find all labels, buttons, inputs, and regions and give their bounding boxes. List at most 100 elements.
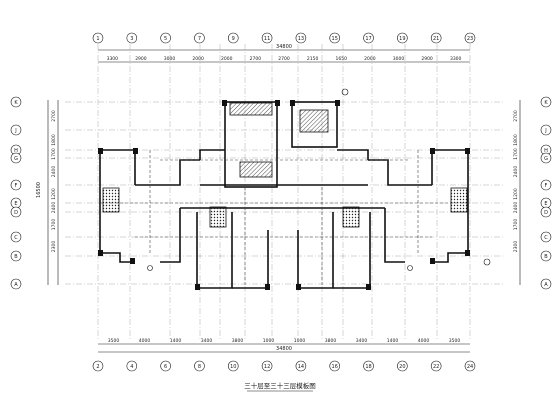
axis-label: B xyxy=(14,254,18,260)
axis-label: 10 xyxy=(230,364,236,370)
top-dimension: 2150 xyxy=(307,56,319,62)
axis-bubble-top: 5 xyxy=(160,32,171,44)
axis-label: 5 xyxy=(164,36,167,42)
axis-bubble-right: H xyxy=(540,144,552,156)
axis-bubble-right: C xyxy=(540,231,552,243)
top-dimension: 3000 xyxy=(393,56,405,62)
bottom-dimension: 3500 xyxy=(449,338,461,344)
axis-bubble-bottom: 4 xyxy=(126,360,138,372)
left-dimension: 2400 xyxy=(51,166,57,178)
bottom-dimension: 1400 xyxy=(170,338,182,344)
axis-label: 8 xyxy=(198,364,201,370)
bottom-dimension: 4000 xyxy=(418,338,430,344)
axis-label: 6 xyxy=(164,364,167,370)
axis-label: K xyxy=(14,100,18,106)
axis-bubble-left: G xyxy=(10,152,22,164)
axis-label: 19 xyxy=(399,36,405,42)
axis-bubble-left: A xyxy=(10,278,22,290)
left-dimension: 1700 xyxy=(51,148,57,160)
axis-bubble-bottom: 10 xyxy=(227,360,239,372)
left-dimension: 2700 xyxy=(51,110,57,122)
axis-bubble-right: G xyxy=(540,152,552,164)
right-dimension: 1800 xyxy=(513,134,519,146)
right-dimension: 1200 xyxy=(513,188,519,200)
axis-label: 17 xyxy=(365,36,371,42)
axis-bubble-right: A xyxy=(540,278,552,290)
axis-bubble-top: 3 xyxy=(126,32,138,44)
top-dimension: 2000 xyxy=(364,56,376,62)
axis-label: 18 xyxy=(365,364,371,370)
axis-label: 16 xyxy=(332,364,338,370)
axis-label: 3 xyxy=(130,36,133,42)
axis-label: 9 xyxy=(232,36,235,42)
axis-bubble-left: E xyxy=(10,197,22,209)
axis-label: 14 xyxy=(298,364,304,370)
left-dimension: 1800 xyxy=(51,134,57,146)
axis-bubble-top: 15 xyxy=(329,32,341,44)
axis-bubble-left: F xyxy=(10,179,22,191)
axis-label: 7 xyxy=(198,36,201,42)
axis-bubble-left: B xyxy=(10,250,22,262)
axis-label: 15 xyxy=(332,36,338,42)
top-dimension: 2700 xyxy=(250,56,262,62)
bottom-overall-dimension: 34800 xyxy=(276,346,292,352)
bottom-dimension: 3400 xyxy=(201,338,213,344)
bottom-dimension: 3800 xyxy=(232,338,244,344)
plan-title: 三十层至三十三层模板图 xyxy=(244,381,316,390)
axis-label: 11 xyxy=(264,36,270,42)
axis-bubble-top: 21 xyxy=(430,32,442,44)
axis-label: 4 xyxy=(130,364,133,370)
axis-label: D xyxy=(544,210,548,216)
axis-label: E xyxy=(14,201,17,207)
right-dimension: 2300 xyxy=(513,241,519,253)
axis-bubble-bottom: 8 xyxy=(194,360,205,372)
bottom-dimension: 4000 xyxy=(139,338,151,344)
axis-bubble-left: D xyxy=(10,206,22,218)
top-overall-dimension: 34800 xyxy=(276,44,292,50)
bottom-dimension: 3500 xyxy=(108,338,120,344)
right-dimension: 2400 xyxy=(513,202,519,214)
axis-label: 21 xyxy=(433,36,439,42)
axis-label: 23 xyxy=(467,36,473,42)
axis-label: 12 xyxy=(264,364,270,370)
axis-label: G xyxy=(14,156,18,162)
axis-label: A xyxy=(14,282,18,288)
axis-label: 24 xyxy=(467,364,473,370)
axis-label: J xyxy=(14,128,16,134)
axis-bubble-right: D xyxy=(540,206,552,218)
axis-bubble-bottom: 22 xyxy=(430,360,442,372)
bottom-dimension: 1400 xyxy=(387,338,399,344)
axis-label: J xyxy=(544,128,546,134)
left-dimension: 2300 xyxy=(51,241,57,253)
axis-label: 1 xyxy=(96,36,99,42)
axis-label: D xyxy=(14,210,18,216)
axis-label: 20 xyxy=(399,364,405,370)
structural-columns xyxy=(98,100,470,290)
axis-bubble-bottom: 24 xyxy=(464,360,476,372)
axis-label: 13 xyxy=(298,36,304,42)
bottom-dimension-chain xyxy=(98,343,470,353)
axis-bubble-top: 19 xyxy=(397,32,408,44)
top-dimension-chain xyxy=(98,49,470,63)
axis-label: C xyxy=(544,235,548,241)
right-dimension: 2400 xyxy=(513,166,519,178)
side-dimension-lines xyxy=(47,100,521,285)
axis-bubble-top: 17 xyxy=(363,32,374,44)
left-dimension: 2400 xyxy=(51,202,57,214)
bottom-dimension: 1000 xyxy=(263,338,275,344)
axis-label: C xyxy=(14,235,18,241)
top-dimension: 2000 xyxy=(221,56,233,62)
axis-bubble-bottom: 2 xyxy=(92,360,104,372)
bottom-dimension: 3800 xyxy=(325,338,337,344)
axis-label: H xyxy=(14,148,18,154)
top-dimension: 3000 xyxy=(164,56,176,62)
top-dimension: 2700 xyxy=(278,56,290,62)
right-dimension: 1700 xyxy=(513,219,519,231)
